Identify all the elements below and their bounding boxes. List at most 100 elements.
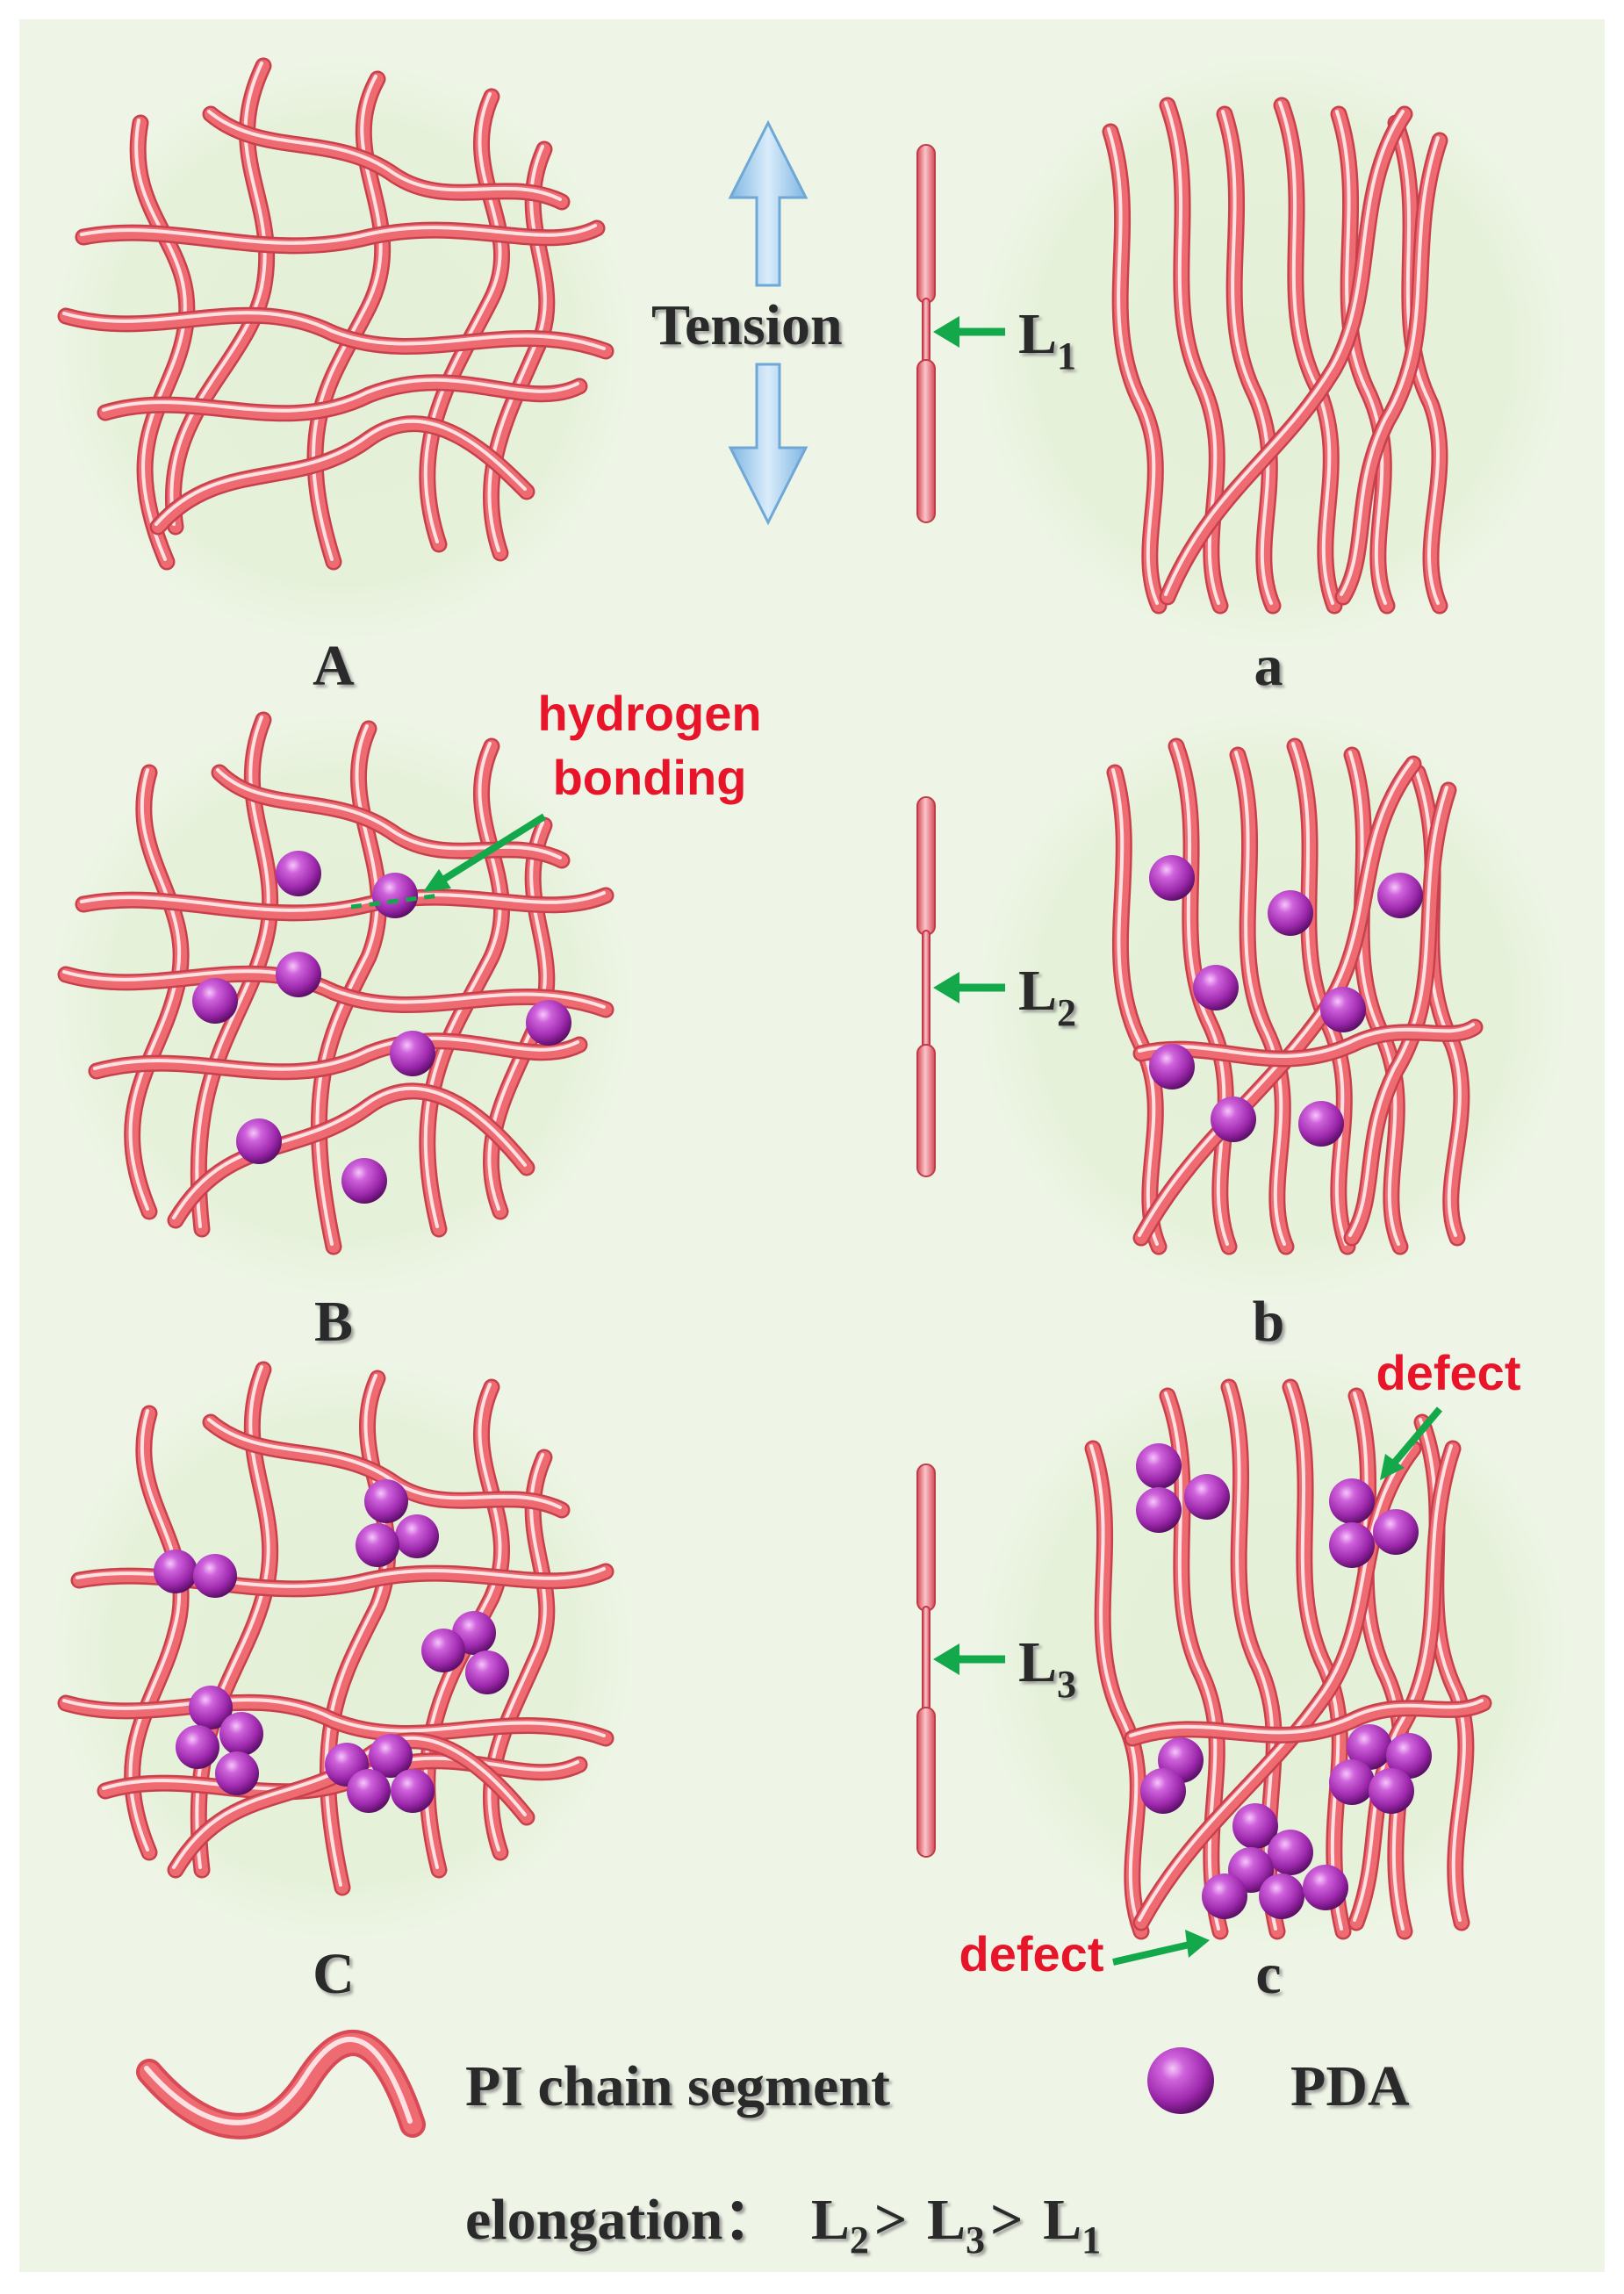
legend-chain-highlight — [144, 2036, 413, 2125]
pda-sphere — [1211, 1097, 1256, 1142]
pi-chain-A-8-highlight — [154, 419, 527, 526]
pi-chain-b-6-highlight — [1348, 786, 1448, 1237]
rod-L2-bottom — [916, 1044, 936, 1177]
annotation-bonding: bonding — [553, 750, 747, 805]
rod-L2-neck — [922, 930, 931, 1050]
pi-chain-c-6-highlight — [1353, 1444, 1453, 1922]
pi-chain-a-7-highlight — [1164, 110, 1405, 596]
pi-chain-B-8-highlight — [172, 1086, 527, 1219]
rod-L3-neck — [922, 1606, 931, 1713]
pi-chain-A-6 — [60, 309, 612, 357]
chain-length-rods — [916, 144, 936, 1858]
pda-sphere — [1329, 1478, 1375, 1524]
rod-L3-bottom — [916, 1707, 936, 1858]
pda-sphere — [356, 1523, 399, 1567]
pda-sphere — [1369, 1768, 1414, 1814]
label-L3: L3 — [1018, 1630, 1076, 1706]
pi-chain-A-9-highlight — [207, 110, 562, 201]
pi-chain-a-6-highlight — [1340, 136, 1440, 596]
pi-chain-B-2-highlight — [315, 724, 379, 1246]
pi-chain-A-5-highlight — [80, 224, 597, 245]
pda-sphere — [219, 1712, 263, 1756]
pi-chain-B-7-highlight — [93, 1036, 579, 1071]
pi-chain-B-7 — [90, 1034, 586, 1078]
hydrogen-pointer-head — [423, 869, 451, 892]
pointer-arrow-L1-head — [933, 316, 959, 348]
rod-L3-top — [916, 1463, 936, 1612]
pda-sphere — [364, 1479, 408, 1523]
panel-label-b: b — [1253, 1290, 1285, 1354]
pda-sphere — [526, 1000, 571, 1046]
pda-sphere — [1347, 1724, 1392, 1770]
zone-c — [979, 1356, 1567, 1945]
chains-panel-A — [57, 57, 614, 571]
pi-chain-b-2-highlight — [1234, 751, 1286, 1246]
pda-sphere — [395, 1514, 439, 1558]
pda-sphere — [1386, 1733, 1432, 1779]
pda-sphere — [1298, 1101, 1344, 1147]
tension-arrow-down — [728, 363, 808, 526]
pi-chain-A-7 — [99, 376, 586, 420]
pi-chain-B-0-highlight — [128, 768, 182, 1211]
pointer-arrow-L3-head — [933, 1643, 959, 1675]
label-L1: L1 — [1018, 302, 1076, 378]
defect-bottom-pointer-head — [1185, 1930, 1210, 1958]
annotation-defect-bottom: defect — [959, 1926, 1104, 1981]
pda-sphere — [369, 1734, 413, 1778]
pi-chain-b-8 — [1135, 1021, 1481, 1066]
chains-panel-B — [57, 711, 614, 1255]
pi-chain-c-0-highlight — [1089, 1444, 1141, 1931]
legend-pda-label: PDA — [1290, 2054, 1410, 2118]
pda-sphere — [1136, 1487, 1182, 1533]
pi-chain-a-5-highlight — [1392, 119, 1440, 605]
pi-chain-A-0-highlight — [134, 119, 187, 561]
pda-sphere — [1136, 1443, 1182, 1489]
pi-chain-A-2-highlight — [312, 75, 383, 561]
pi-chain-a-2-highlight — [1221, 110, 1273, 605]
pda-spheres — [154, 851, 1432, 1919]
pda-sphere — [1303, 1865, 1348, 1910]
hydrogen-bond-dash — [350, 893, 440, 910]
pi-chain-c-8-highlight — [1129, 1699, 1484, 1737]
hydrogen-pointer — [436, 813, 547, 886]
pda-sphere — [1259, 1873, 1304, 1919]
pi-chain-c-3-highlight — [1287, 1383, 1343, 1931]
panel-label-a: a — [1254, 634, 1283, 698]
pda-sphere — [372, 873, 418, 918]
pi-chain-c-6 — [1350, 1442, 1459, 1929]
pi-chain-B-6-highlight — [62, 969, 606, 1009]
pi-chain-c-8 — [1126, 1697, 1490, 1744]
pi-chain-B-3-highlight — [423, 742, 502, 1228]
pda-sphere — [192, 978, 238, 1024]
annotation-hydrogen: hydrogen — [537, 686, 761, 741]
pi-chain-b-1-highlight — [1173, 742, 1229, 1246]
pi-chain-C-0-highlight — [128, 1409, 182, 1852]
label-L2: L2 — [1018, 959, 1076, 1034]
pi-chain-a-7 — [1161, 108, 1411, 603]
pda-sphere — [1140, 1768, 1186, 1814]
panel-label-A: A — [313, 634, 355, 698]
pda-sphere — [391, 1769, 435, 1813]
pda-sphere — [176, 1725, 219, 1769]
pda-sphere — [1268, 1830, 1313, 1875]
pi-chain-a-4-highlight — [1335, 110, 1387, 605]
pda-sphere — [1232, 1803, 1278, 1849]
pi-chain-a-0-highlight — [1107, 127, 1159, 605]
rod-L2-top — [916, 796, 936, 936]
pda-sphere — [347, 1769, 391, 1813]
defect-top-pointer — [1388, 1406, 1443, 1469]
chains-panel-a — [1102, 97, 1448, 615]
rod-L1-top — [916, 144, 936, 304]
pda-sphere — [1373, 1509, 1419, 1555]
chains-panel-C — [57, 1361, 614, 1896]
tension-label: Tension — [651, 293, 843, 357]
pda-sphere — [421, 1629, 465, 1672]
panel-label-C: C — [313, 1942, 355, 2006]
pi-chain-b-6 — [1346, 784, 1455, 1244]
pointer-arrow-L2-head — [933, 972, 959, 1003]
pi-chain-B-6 — [60, 967, 612, 1016]
pda-sphere — [193, 1554, 237, 1598]
pi-chain-A-5 — [77, 222, 603, 252]
pi-chain-b-8-highlight — [1138, 1023, 1475, 1059]
pi-chain-A-4-highlight — [487, 145, 547, 552]
